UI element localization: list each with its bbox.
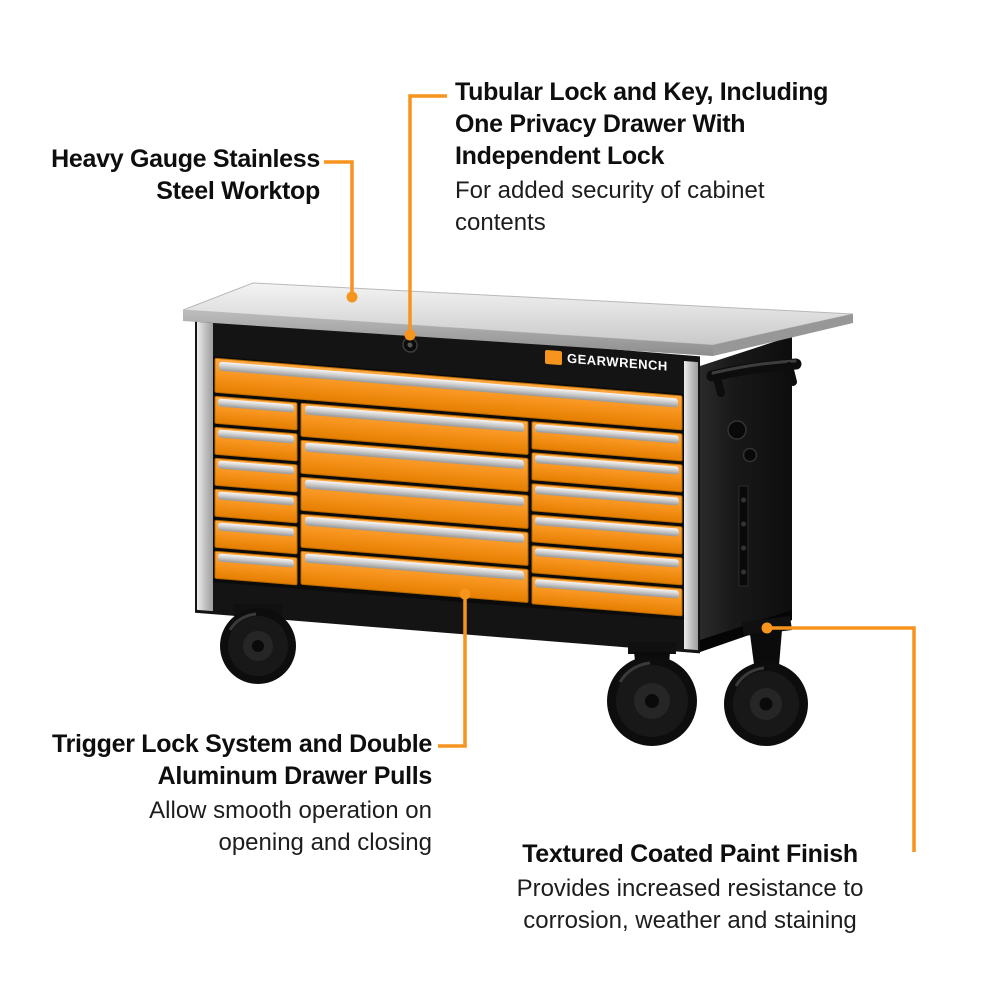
callout-lock-title-line: Tubular Lock and Key, Including xyxy=(455,78,829,106)
drawer xyxy=(531,576,683,617)
drawer xyxy=(214,395,298,431)
caster-wheel-center xyxy=(607,642,697,746)
side-handle xyxy=(706,358,802,397)
callout-paint-title-line: Textured Coated Paint Finish xyxy=(522,840,858,868)
callout-paint-body-line: Provides increased resistance to xyxy=(516,875,864,902)
callout-trigger-body-line: Allow smooth operation on xyxy=(149,797,432,824)
caster-wheel-right xyxy=(724,616,808,746)
caster-wheel-left xyxy=(220,604,296,684)
drawer-column-middle xyxy=(300,402,529,603)
drawer xyxy=(300,439,529,492)
side-panel-knobs xyxy=(727,420,758,463)
callout-worktop-title-line: Heavy Gauge Stainless xyxy=(51,145,320,173)
callout-lock-title-line: Independent Lock xyxy=(455,142,665,170)
cabinet-front: GEARWRENCH xyxy=(195,315,700,654)
drawer xyxy=(214,357,683,431)
callout-worktop: Heavy Gauge Stainless Steel Worktop xyxy=(30,143,320,207)
callout-trigger-title-line: Trigger Lock System and Double xyxy=(52,730,432,758)
drawer xyxy=(214,457,298,493)
tubular-lock-icon xyxy=(402,337,418,353)
callout-lock: Tubular Lock and Key, Including One Priv… xyxy=(455,76,885,239)
callout-line-worktop xyxy=(324,160,358,303)
left-steel-trim xyxy=(197,321,213,612)
callout-lock-body-line: contents xyxy=(455,209,546,236)
callout-line-trigger xyxy=(438,588,471,748)
callout-paint-body-line: corrosion, weather and staining xyxy=(523,907,857,934)
drawer xyxy=(214,426,298,462)
callout-lines xyxy=(324,94,916,852)
drawer xyxy=(531,545,683,586)
drawer xyxy=(300,513,529,566)
callout-paint-finish: Textured Coated Paint Finish Provides in… xyxy=(488,838,892,937)
callout-trigger-body-line: opening and closing xyxy=(218,829,432,856)
drawer xyxy=(300,402,529,455)
callout-lock-title-line: One Privacy Drawer With xyxy=(455,110,746,138)
drawer xyxy=(531,514,683,555)
side-accessory-rail xyxy=(738,485,749,587)
callout-trigger-lock: Trigger Lock System and Double Aluminum … xyxy=(16,728,432,859)
callout-lock-body-line: For added security of cabinet xyxy=(455,177,765,204)
drawer-column-right xyxy=(531,421,683,617)
drawer xyxy=(300,476,529,529)
right-steel-trim xyxy=(684,361,698,651)
drawer xyxy=(214,488,298,524)
drawer xyxy=(531,483,683,524)
drawer xyxy=(214,519,298,555)
drawer xyxy=(300,550,529,603)
drawer xyxy=(531,421,683,462)
callout-line-paint xyxy=(761,622,916,852)
callout-worktop-title-line: Steel Worktop xyxy=(156,177,320,205)
drawer-column-left xyxy=(214,395,298,586)
callout-line-lock xyxy=(404,94,447,341)
callout-trigger-title-line: Aluminum Drawer Pulls xyxy=(157,762,433,790)
drawer xyxy=(531,452,683,493)
drawer xyxy=(214,550,298,586)
